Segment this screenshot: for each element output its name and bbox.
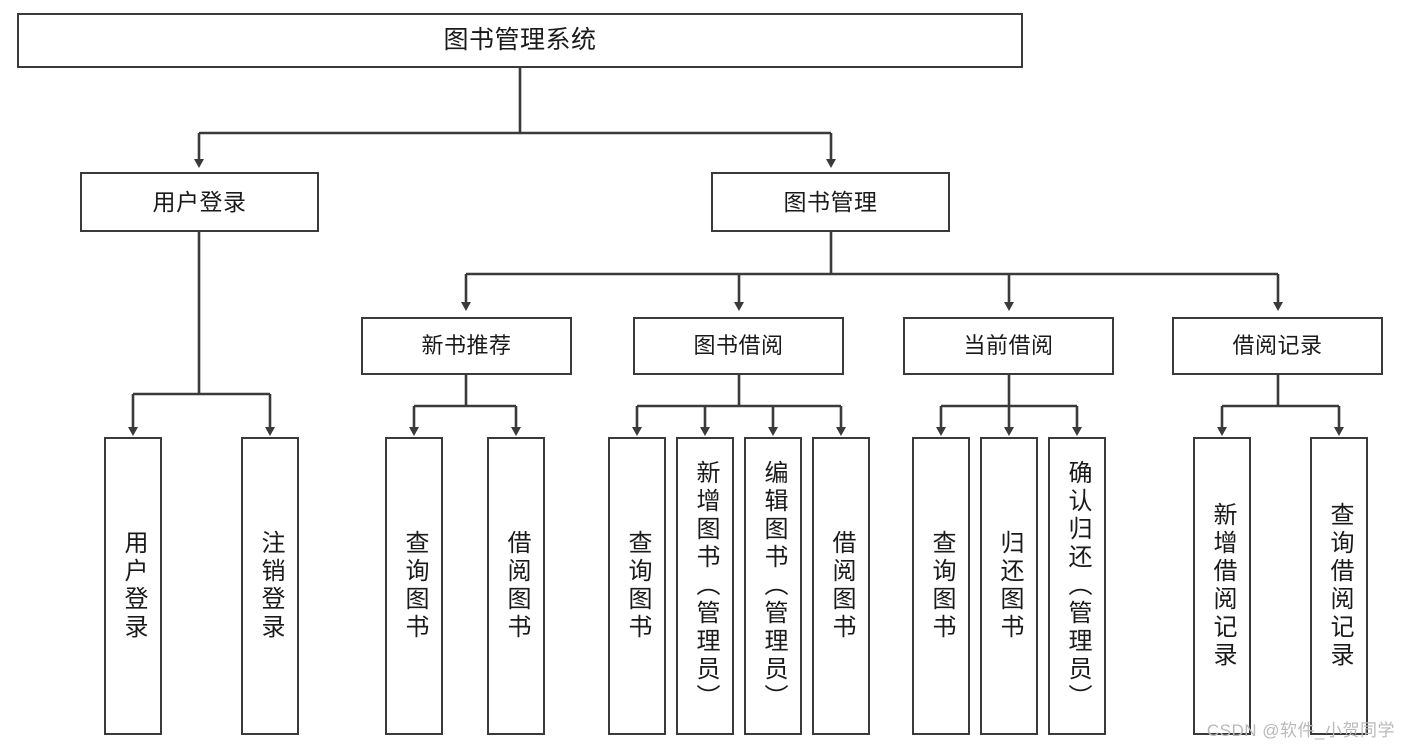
leaf-edit-book-admin[interactable]: 编辑图书（管理员）	[744, 437, 802, 735]
leaf-query-borrow-record[interactable]: 查询借阅记录	[1310, 437, 1368, 735]
leaf-query-book-borrow[interactable]: 查询图书	[608, 437, 666, 735]
leaf-borrow-book-recommend[interactable]: 借阅图书	[487, 437, 545, 735]
node-label: 图书管理系统	[443, 26, 597, 54]
node-label: 用户登录	[120, 530, 147, 642]
node-book-management[interactable]: 图书管理	[711, 172, 950, 232]
node-label: 编辑图书（管理员）	[760, 460, 787, 712]
node-label: 新增图书（管理员）	[692, 460, 719, 712]
node-label: 当前借阅	[963, 333, 1054, 359]
node-root-book-management-system[interactable]: 图书管理系统	[17, 13, 1023, 68]
leaf-user-login[interactable]: 用户登录	[104, 437, 162, 735]
node-label: 注销登录	[257, 530, 284, 642]
node-label: 借阅图书	[503, 530, 530, 642]
watermark-text: CSDN @软件_小贺同学	[1206, 721, 1395, 740]
node-label: 确认归还（管理员）	[1064, 460, 1091, 712]
node-label: 借阅图书	[828, 530, 855, 642]
leaf-user-logout[interactable]: 注销登录	[241, 437, 299, 735]
node-label: 新增借阅记录	[1209, 502, 1236, 670]
node-label: 归还图书	[996, 530, 1023, 642]
node-book-borrow[interactable]: 图书借阅	[633, 317, 844, 375]
node-label: 查询图书	[928, 530, 955, 642]
node-new-book-recommend[interactable]: 新书推荐	[361, 317, 572, 375]
leaf-borrow-book[interactable]: 借阅图书	[812, 437, 870, 735]
node-user-login[interactable]: 用户登录	[80, 172, 319, 232]
leaf-query-book-recommend[interactable]: 查询图书	[385, 437, 443, 735]
leaf-query-book-current[interactable]: 查询图书	[912, 437, 970, 735]
leaf-return-book[interactable]: 归还图书	[980, 437, 1038, 735]
node-label: 查询借阅记录	[1326, 502, 1353, 670]
leaf-confirm-return-admin[interactable]: 确认归还（管理员）	[1048, 437, 1106, 735]
node-label: 查询图书	[401, 530, 428, 642]
node-label: 图书管理	[783, 188, 878, 215]
leaf-add-borrow-record[interactable]: 新增借阅记录	[1193, 437, 1251, 735]
node-label: 借阅记录	[1232, 333, 1323, 359]
node-label: 查询图书	[624, 530, 651, 642]
node-current-borrow[interactable]: 当前借阅	[903, 317, 1114, 375]
node-label: 用户登录	[152, 188, 247, 215]
leaf-add-book-admin[interactable]: 新增图书（管理员）	[676, 437, 734, 735]
node-label: 图书借阅	[693, 333, 784, 359]
node-label: 新书推荐	[421, 333, 512, 359]
node-borrow-record[interactable]: 借阅记录	[1172, 317, 1383, 375]
